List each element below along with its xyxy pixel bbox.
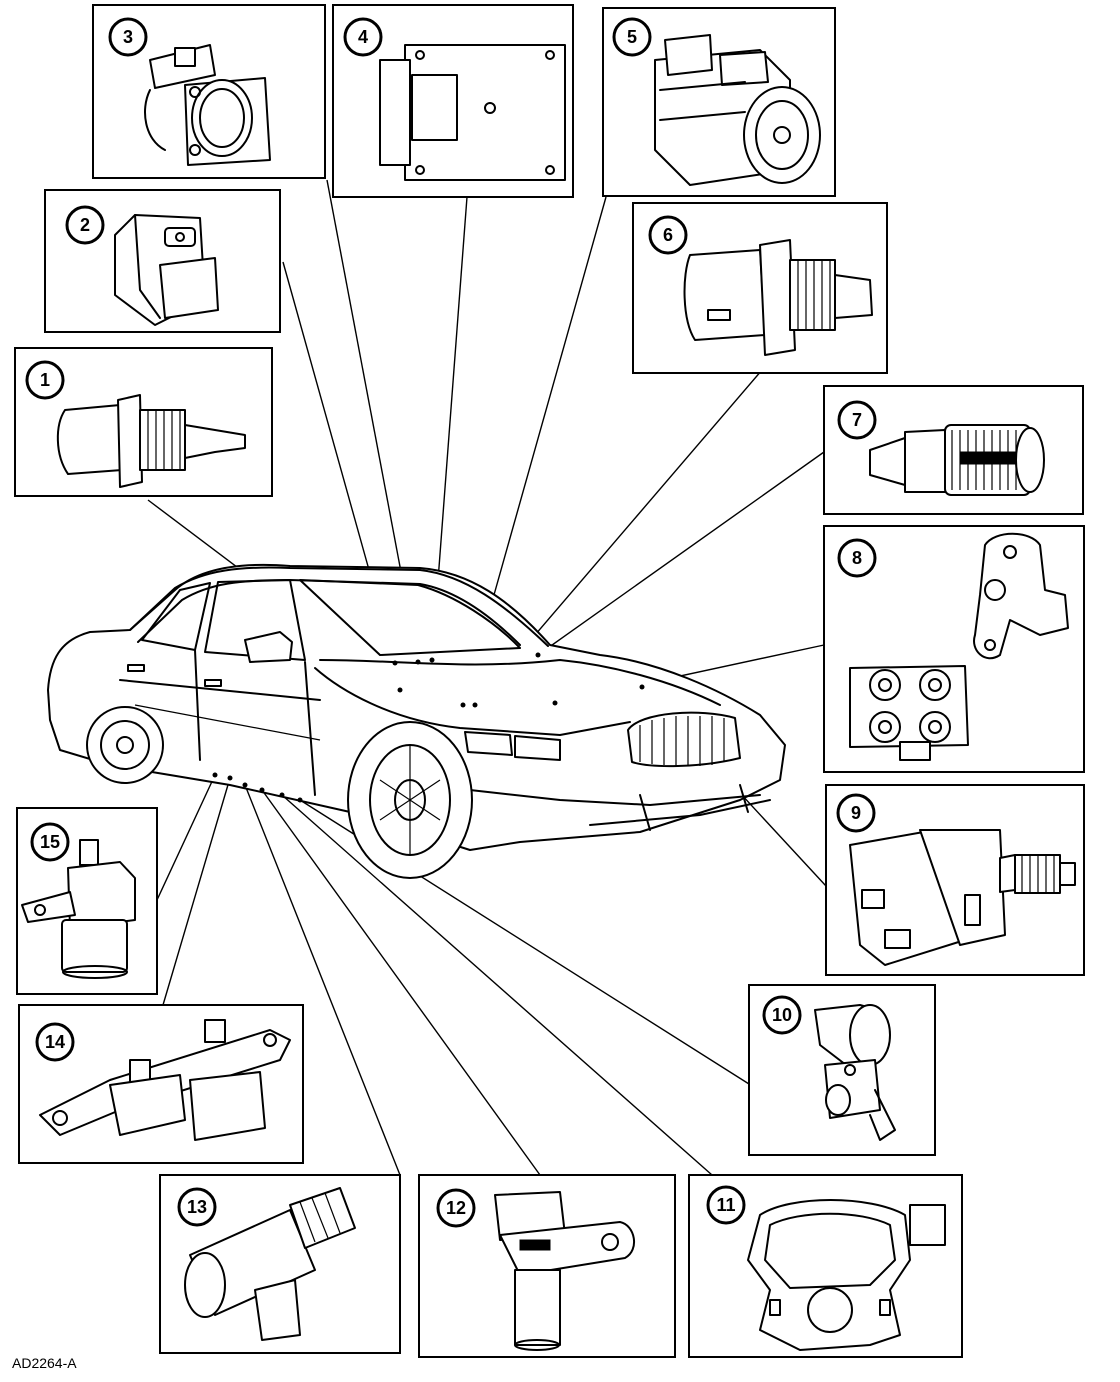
- callout-number-11: 11: [716, 1195, 735, 1215]
- component-panel-8: 8: [823, 525, 1085, 773]
- leader-line-7: [537, 451, 825, 656]
- ac-compressor-icon: [654, 34, 821, 186]
- callout-number-14: 14: [45, 1032, 65, 1052]
- component-panel-13: 13: [159, 1174, 401, 1354]
- threaded-sensor-icon: [56, 394, 246, 488]
- sedan-car-icon: [47, 563, 786, 879]
- component-panel-9: 9: [825, 784, 1085, 976]
- control-module-icon: [379, 44, 566, 181]
- callout-number-15: 15: [40, 832, 60, 852]
- callout-number-9: 9: [851, 803, 861, 823]
- component-panel-11: 11: [688, 1174, 963, 1358]
- callout-number-1: 1: [40, 370, 50, 390]
- solenoid-pack-icon: [39, 1019, 291, 1141]
- crank-sensor-and-coil-pack-icon: [849, 532, 1069, 761]
- component-panel-7: 7: [823, 385, 1084, 515]
- callout-number-6: 6: [663, 225, 673, 245]
- leader-line-14: [162, 777, 231, 1006]
- leader-line-15: [156, 774, 216, 901]
- callout-number-12: 12: [446, 1198, 466, 1218]
- callout-number-3: 3: [123, 27, 133, 47]
- component-panel-1: 1: [14, 347, 273, 497]
- component-panel-5: 5: [602, 7, 836, 197]
- leader-line-11: [281, 794, 713, 1176]
- position-sensor-icon: [114, 214, 219, 326]
- figure-id-label: AD2264-A: [12, 1355, 77, 1371]
- component-panel-10: 10: [748, 984, 936, 1156]
- component-panel-6: 6: [632, 202, 888, 374]
- mass-air-flow-sensor-icon: [144, 44, 271, 166]
- component-panel-15: 15: [16, 807, 158, 995]
- speed-sensor-icon: [814, 1004, 896, 1141]
- callout-number-5: 5: [627, 27, 637, 47]
- pressure-switch-icon: [849, 829, 1076, 966]
- component-panel-2: 2: [44, 189, 281, 333]
- component-panel-14: 14: [18, 1004, 304, 1164]
- leader-line-12: [261, 789, 541, 1176]
- component-panel-4: 4: [332, 4, 574, 198]
- shift-solenoid-icon: [21, 839, 136, 979]
- callout-number-7: 7: [852, 410, 862, 430]
- leader-lines: [147, 179, 827, 1176]
- callout-number-10: 10: [772, 1005, 792, 1025]
- threaded-switch-icon: [683, 239, 873, 356]
- camshaft-sensor-icon: [494, 1191, 635, 1351]
- cylindrical-sensor-icon: [869, 424, 1045, 496]
- callout-number-4: 4: [358, 27, 368, 47]
- leader-line-13: [244, 784, 401, 1176]
- callout-number-8: 8: [852, 548, 862, 568]
- component-panel-12: 12: [418, 1174, 676, 1358]
- callout-number-13: 13: [187, 1197, 207, 1217]
- range-sensor-icon: [747, 1199, 946, 1351]
- solenoid-icon: [184, 1187, 356, 1341]
- callout-number-2: 2: [80, 215, 90, 235]
- component-panel-3: 3: [92, 4, 326, 179]
